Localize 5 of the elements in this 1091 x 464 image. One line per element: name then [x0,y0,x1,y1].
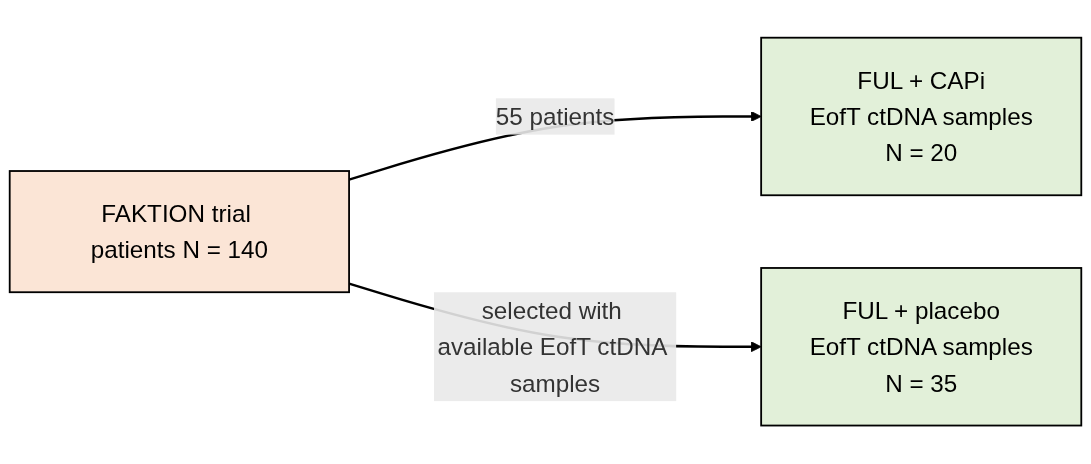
edge-label: 55 patients [495,103,615,131]
edge-label: selected with available EofT ctDNA samples [437,297,667,397]
node-box: FUL + placebo EofT ctDNA samples N = 35 [760,267,1083,427]
node-box: FAKTION trial patients N = 140 [8,170,350,294]
node-box: FUL + CAPi EofT ctDNA samples N = 20 [760,37,1083,197]
